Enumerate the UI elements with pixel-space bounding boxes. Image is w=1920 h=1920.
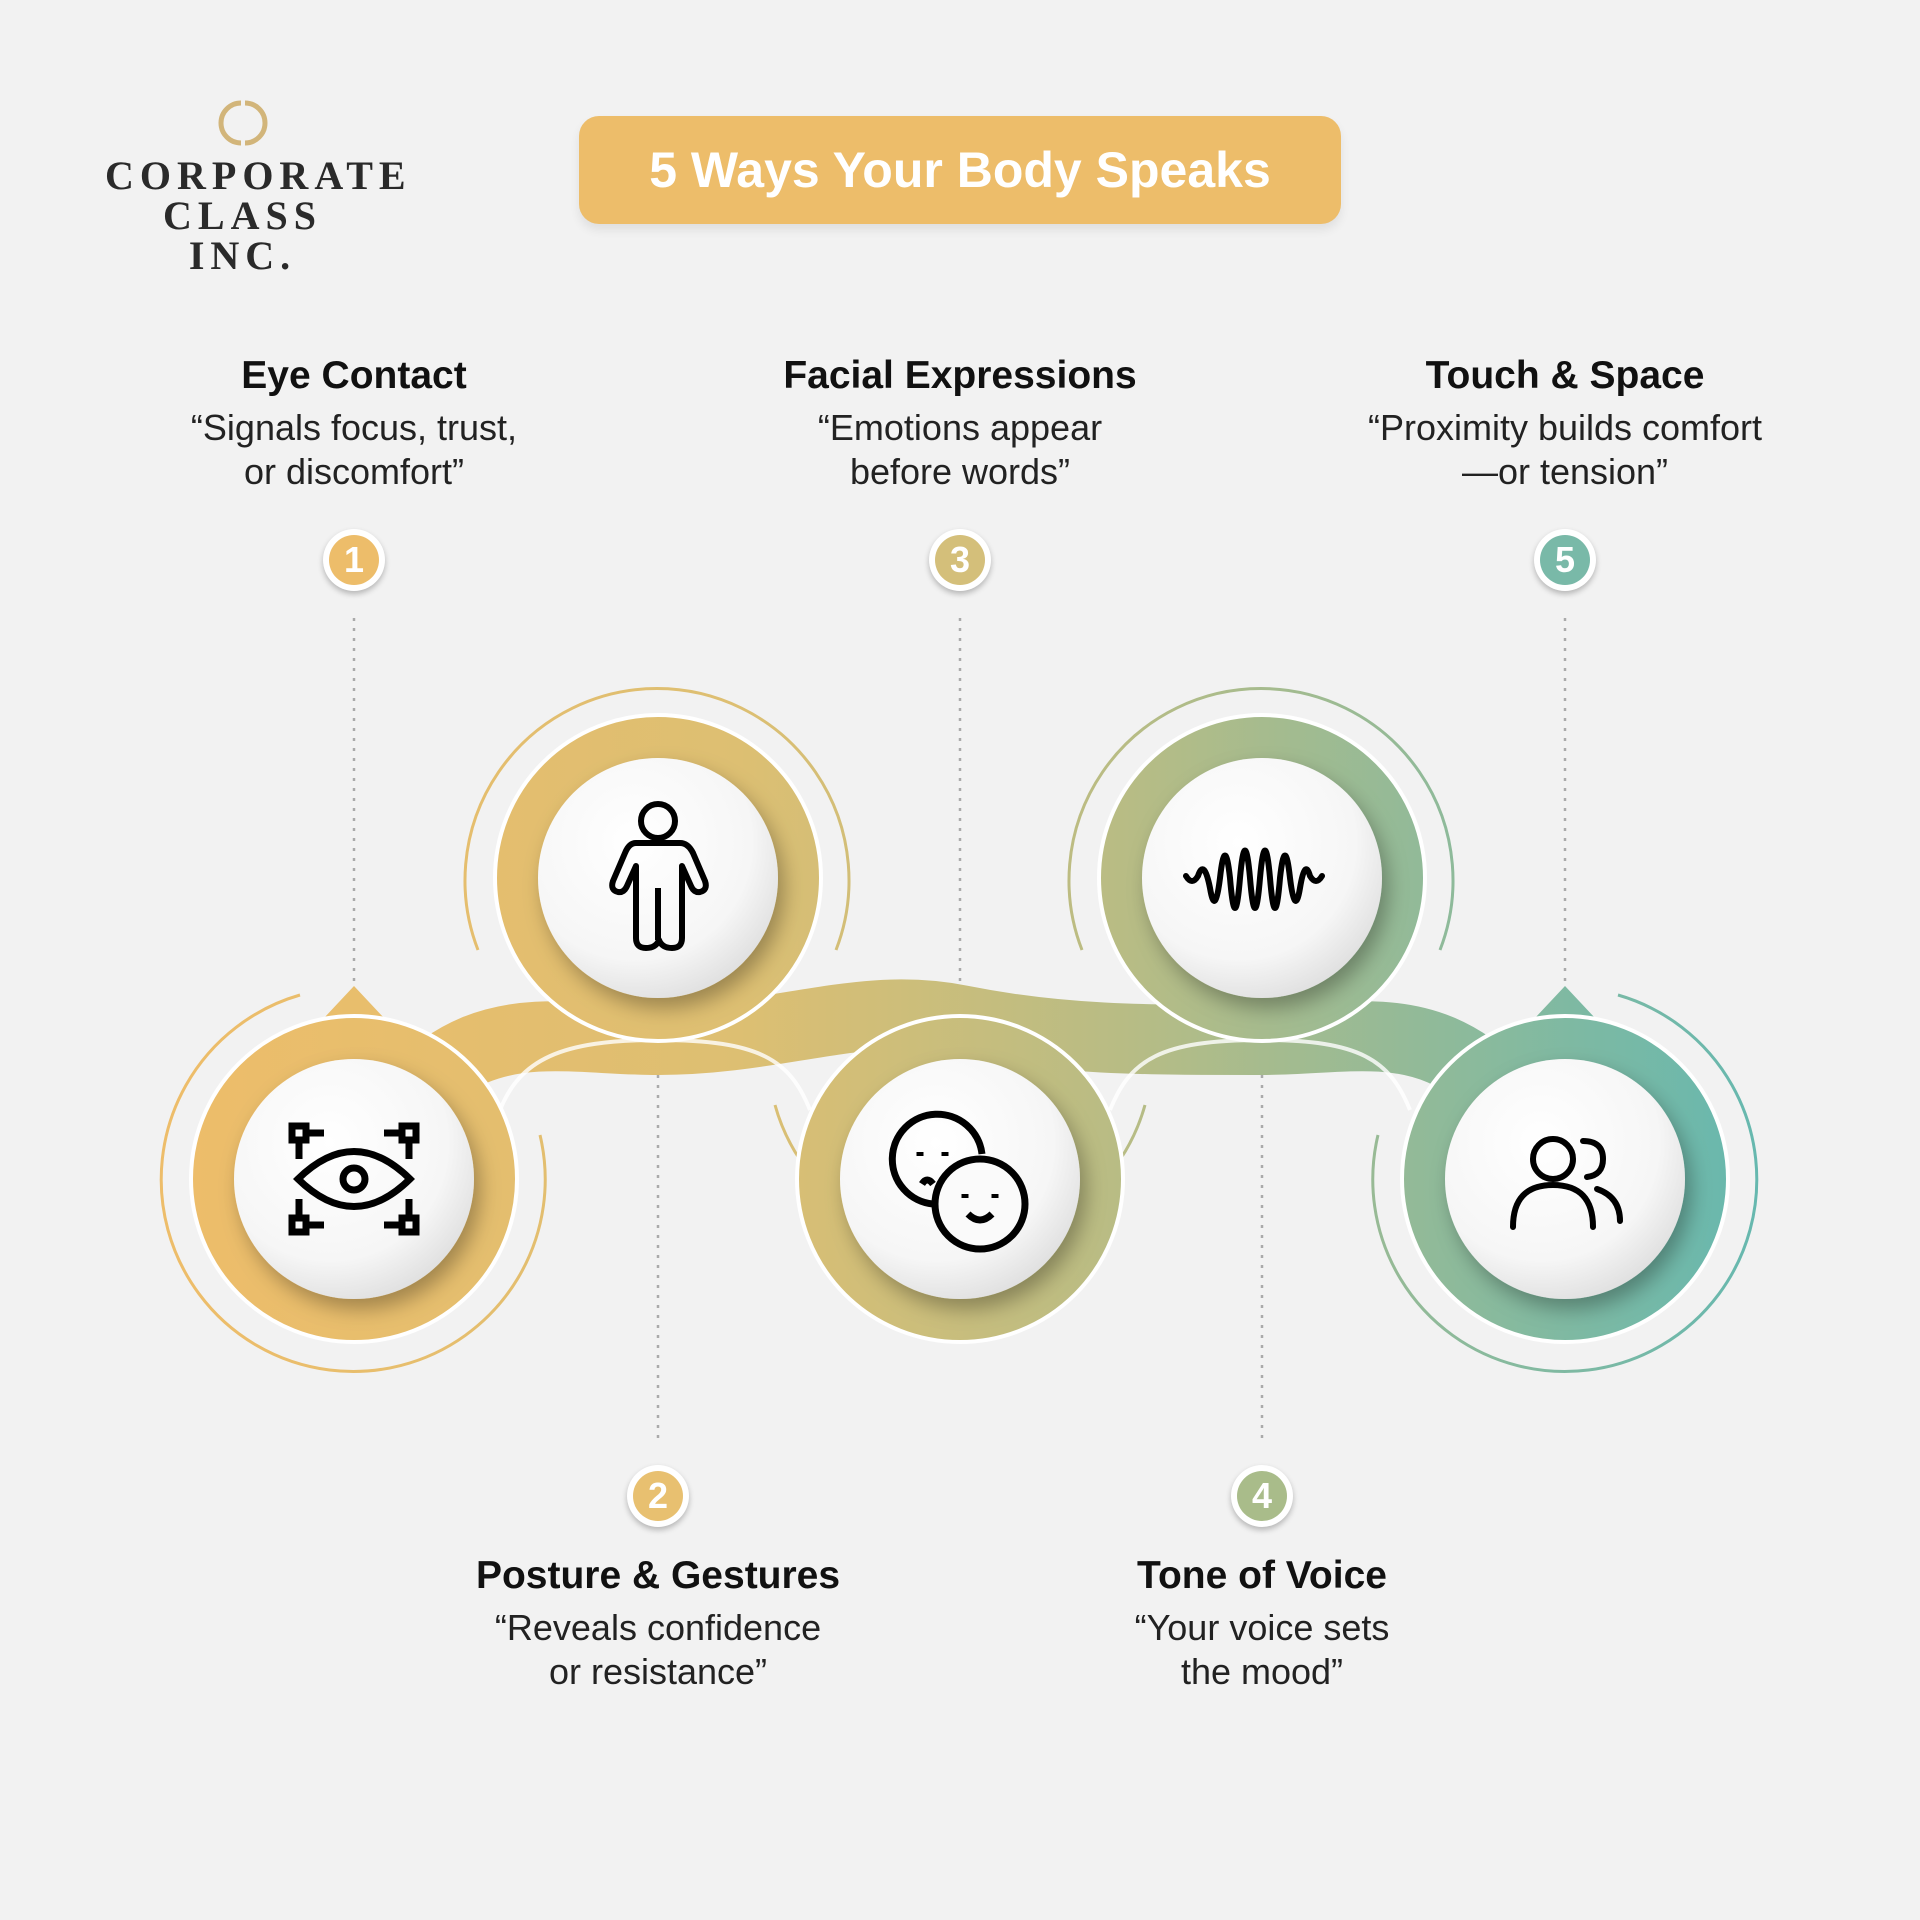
item-quote-line: or resistance” [548,1651,768,1692]
eye-focus-icon [288,1122,420,1236]
number-badge: 5 [1534,529,1596,591]
item-title: Tone of Voice [1137,1554,1387,1597]
title-banner: 5 Ways Your Body Speaks [579,116,1341,224]
item-quote-line: “Reveals confidence [494,1607,822,1648]
person-icon [609,801,709,951]
number-badge: 3 [929,529,991,591]
item-quote-line: or discomfort” [243,451,465,492]
logo-mark-icon [218,100,267,146]
item-title: Touch & Space [1425,354,1705,397]
logo: CORPORATE CLASS INC. [105,95,412,278]
number-badge: 2 [627,1465,689,1527]
item-quote-line: —or tension” [1461,451,1669,492]
item-quote-line: before words” [849,451,1071,492]
item-quote-line: “Proximity builds comfort [1367,407,1763,448]
dotted-connectors [352,618,1567,1438]
item-quote-line: “Your voice sets [1134,1607,1390,1648]
logo-line-2: CLASS INC. [163,193,322,278]
item-quote-line: the mood” [1180,1651,1344,1692]
number-badge: 1 [323,529,385,591]
number-badge: 4 [1231,1465,1293,1527]
item-eye-contact: Eye Contact “Signals focus, trust,or dis… [114,352,594,494]
item-title: Facial Expressions [783,354,1137,397]
item-title: Posture & Gestures [475,1554,841,1597]
item-quote-line: “Signals focus, trust, [190,407,518,448]
item-touch-space: Touch & Space “Proximity builds comfort—… [1325,352,1805,494]
item-title: Eye Contact [241,354,467,397]
people-icon [1510,1136,1623,1230]
page-title: 5 Ways Your Body Speaks [649,142,1271,198]
faces-icon [888,1110,1029,1253]
sound-wave-icon [1183,847,1325,911]
item-quote-line: “Emotions appear [817,407,1103,448]
logo-line-1: CORPORATE [105,153,412,198]
